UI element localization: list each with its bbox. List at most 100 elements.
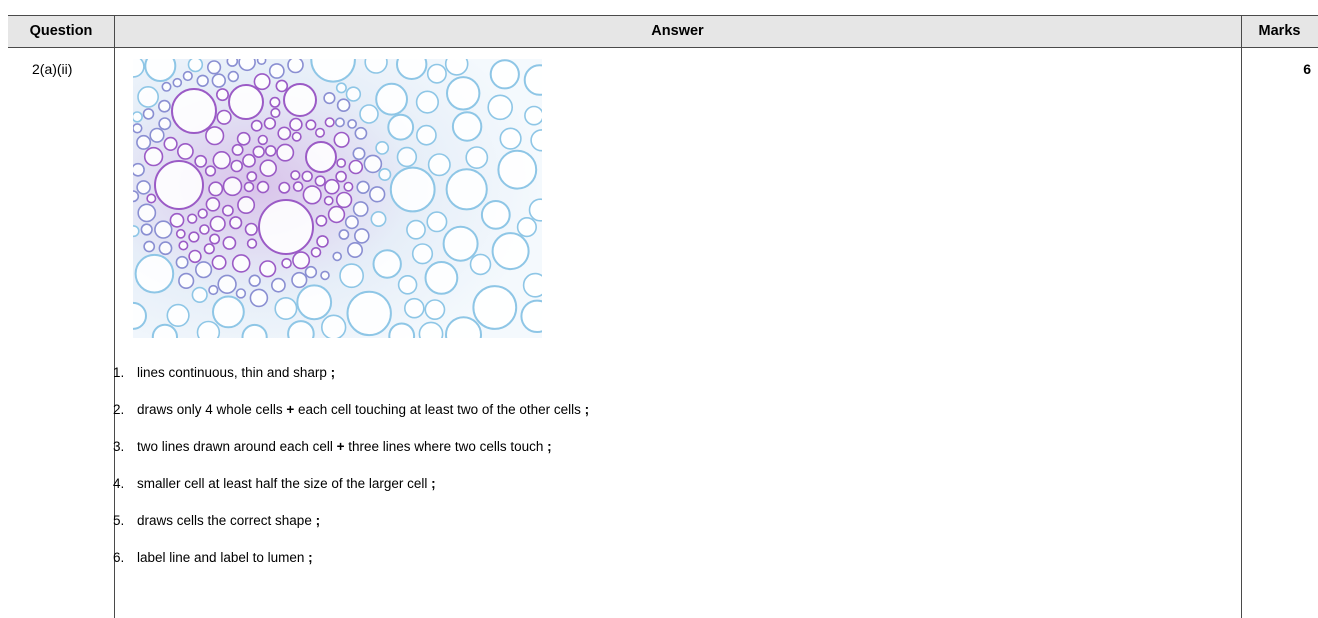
tissue-cell (142, 108, 155, 120)
column-divider-question (114, 15, 115, 618)
tissue-cell (133, 59, 145, 78)
tissue-cell (324, 117, 335, 128)
tissue-cell (333, 131, 350, 148)
tissue-cell (489, 59, 520, 90)
tissue-cell (178, 272, 195, 289)
tissue-cell (175, 228, 186, 239)
tissue-cell (415, 124, 437, 146)
tissue-cell (301, 170, 313, 183)
tissue-cell (256, 180, 270, 194)
tissue-cell (472, 285, 518, 330)
marking-point-number: 2. (113, 402, 125, 417)
tissue-cell (231, 143, 244, 156)
tissue-cell (287, 320, 315, 338)
tissue-cell (196, 74, 209, 87)
tissue-cell (520, 299, 542, 333)
tissue-cell (354, 126, 368, 140)
plus-connector: + (332, 439, 349, 454)
tissue-cell (278, 181, 291, 194)
tissue-cell (154, 220, 173, 239)
tissue-cell (292, 251, 311, 270)
tissue-cell (359, 104, 379, 124)
tissue-cell (197, 208, 208, 219)
header-answer: Answer (651, 23, 704, 39)
tissue-cell (315, 127, 326, 138)
tissue-cell (304, 265, 318, 279)
tissue-cell (292, 181, 304, 192)
mark-scheme-table: Question Answer Marks 2(a)(ii) 6 1.l (8, 15, 1318, 618)
tissue-cell (146, 193, 157, 204)
tissue-cell (378, 168, 392, 182)
tissue-cell (149, 127, 165, 143)
tissue-cell (216, 88, 230, 102)
tissue-cell (480, 200, 511, 230)
tissue-cell (397, 275, 418, 295)
tissue-cell (252, 145, 265, 159)
tissue-cell (446, 76, 481, 111)
tissue-cell (161, 81, 172, 92)
mark-separator: ; (543, 439, 552, 454)
criterion-text: each cell touching at least two of the o… (297, 402, 581, 417)
tissue-cell (465, 146, 489, 170)
criterion-text: two lines drawn around each cell (137, 439, 333, 454)
tissue-cell (491, 232, 530, 271)
tissue-cell (274, 297, 298, 321)
tissue-cell (226, 59, 239, 67)
tissue-cell (136, 180, 151, 195)
tissue-cell (497, 149, 538, 190)
tissue-cell (415, 90, 440, 114)
tissue-cell (332, 251, 342, 262)
marking-point-number: 5. (113, 513, 125, 528)
tissue-cell (171, 88, 217, 134)
tissue-cell (277, 126, 292, 141)
tissue-cell (375, 141, 390, 155)
tissue-cell (217, 274, 237, 295)
tissue-cell (370, 211, 387, 228)
tissue-cell (205, 126, 225, 146)
tissue-cell (235, 288, 247, 299)
tissue-cell (314, 175, 326, 187)
tissue-cell (323, 195, 334, 206)
tissue-cell (137, 203, 157, 223)
tissue-cell (296, 284, 333, 321)
tissue-cell (194, 261, 213, 279)
tissue-cell (323, 91, 336, 105)
tissue-cell (199, 224, 210, 235)
tissue-cell (212, 150, 231, 170)
tissue-cell (133, 301, 147, 330)
tissue-cell (157, 99, 171, 113)
tissue-cell (424, 261, 459, 295)
tissue-cell (418, 321, 444, 338)
tissue-cell (216, 109, 232, 125)
tissue-cell (143, 146, 164, 167)
tissue-cell (238, 59, 256, 72)
tissue-cell (191, 286, 208, 303)
tissue-cell (208, 284, 219, 296)
tissue-cell (182, 70, 193, 82)
tissue-cell (335, 82, 347, 94)
tissue-cell (169, 212, 185, 228)
tissue-cell (352, 201, 369, 217)
tissue-cell (268, 63, 285, 79)
tissue-cell (166, 303, 190, 327)
tissue-cell (177, 143, 194, 160)
tissue-cell (334, 117, 345, 128)
tissue-cell (228, 84, 264, 120)
tissue-cell (257, 134, 269, 146)
tissue-cell (236, 131, 251, 146)
tissue-cell (231, 254, 251, 273)
mark-separator: ; (427, 476, 436, 491)
tissue-cell (270, 107, 281, 119)
tissue-cell (310, 247, 322, 258)
tissue-cell (352, 147, 366, 161)
tissue-cell (347, 119, 357, 129)
tissue-cell (194, 154, 208, 168)
tissue-cell (211, 73, 227, 88)
tissue-cell (396, 59, 428, 80)
tissue-cell (354, 228, 370, 244)
tissue-cell (336, 98, 351, 113)
tissue-cell (427, 153, 451, 177)
tissue-cell (151, 323, 178, 338)
tissue-cell (187, 59, 204, 73)
mark-separator: ; (304, 550, 313, 565)
